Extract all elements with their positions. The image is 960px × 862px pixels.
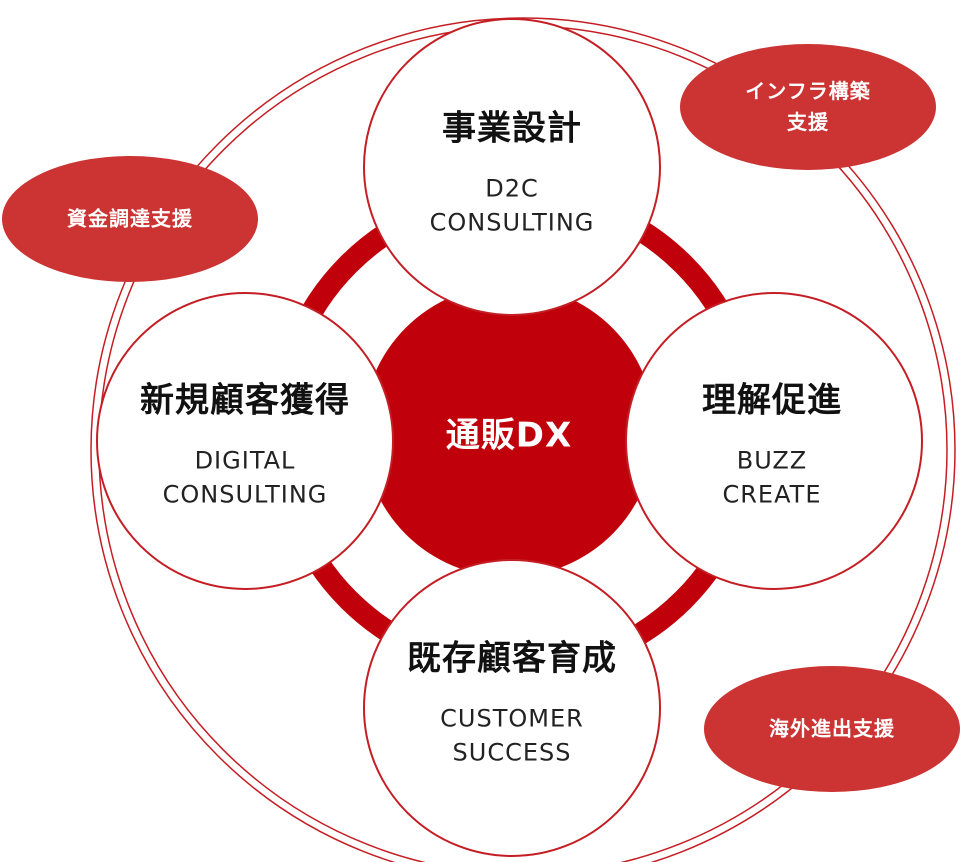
- node-circle-bottom: [363, 559, 661, 857]
- bubble-top-left-line1: 資金調達支援: [67, 206, 193, 231]
- node-top: 事業設計 D2C CONSULTING: [430, 101, 595, 240]
- node-top-sub-line2: CONSULTING: [429, 208, 595, 237]
- bubble-top-left-label: 資金調達支援: [67, 204, 193, 235]
- node-top-title: 事業設計: [441, 108, 582, 149]
- bubble-bottom-right-label: 海外進出支援: [769, 714, 895, 745]
- node-top-sub-line1: D2C: [485, 174, 539, 203]
- node-left: 新規顧客獲得 DIGITAL CONSULTING: [140, 373, 350, 512]
- node-circle-left: [96, 292, 394, 590]
- node-bottom-sub-line2: SUCCESS: [452, 738, 572, 767]
- node-bottom-sub-line1: CUSTOMER: [440, 704, 584, 733]
- node-right-title: 理解促進: [702, 380, 842, 421]
- node-left-sub-line1: DIGITAL: [194, 446, 296, 475]
- node-right-sub-line1: BUZZ: [736, 446, 808, 475]
- outer-ring-outer: [90, 17, 956, 862]
- node-bottom-title: 既存顧客育成: [407, 638, 617, 679]
- bubble-top-right-line2: 支援: [787, 110, 829, 134]
- center-circle: [363, 285, 655, 577]
- node-right: 理解促進 BUZZ CREATE: [702, 373, 842, 512]
- node-left-title: 新規顧客獲得: [140, 380, 350, 421]
- node-circle-top: [363, 18, 661, 316]
- bubble-top-right: [680, 44, 936, 170]
- bubble-top-right-line1: インフラ構築: [745, 79, 871, 103]
- bubble-top-left: [2, 156, 258, 282]
- bubble-bottom-right: [704, 666, 960, 792]
- node-right-sub-line2: CREATE: [722, 480, 822, 509]
- bubble-top-right-label: インフラ構築 支援: [745, 76, 870, 138]
- node-circle-right: [625, 292, 923, 590]
- center-label: 通販DX: [445, 415, 573, 456]
- bubble-bottom-right-line1: 海外進出支援: [769, 716, 895, 741]
- node-left-sub-line2: CONSULTING: [162, 480, 328, 509]
- node-bottom: 既存顧客育成 CUSTOMER SUCCESS: [407, 631, 617, 770]
